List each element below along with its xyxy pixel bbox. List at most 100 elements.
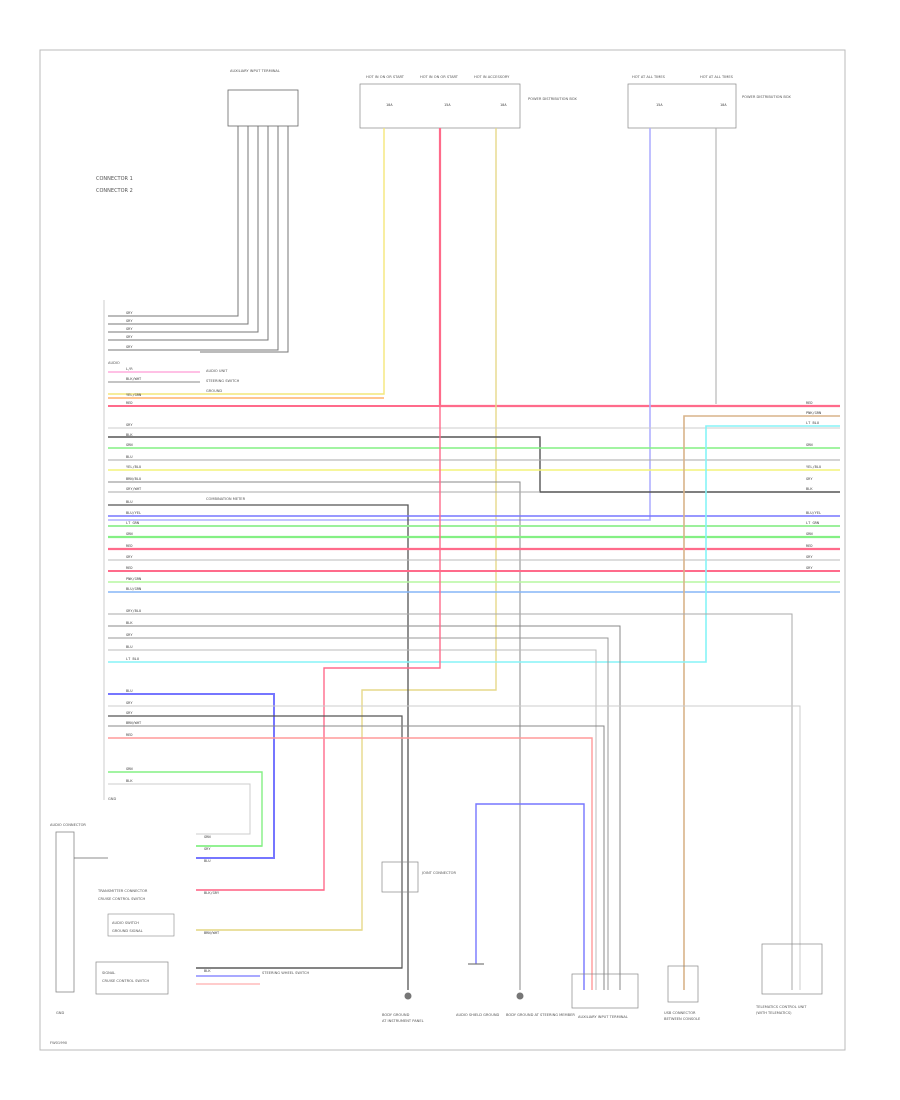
- harness-bottom: [108, 693, 801, 990]
- legend: CONNECTOR 1 CONNECTOR 2: [96, 176, 133, 194]
- aux-top-label: AUXILIARY INPUT TERMINAL: [230, 69, 280, 73]
- steering-wires: [196, 833, 402, 985]
- block3-label-13: GRY: [126, 555, 133, 559]
- cruise-label: CRUISE CONTROL SWITCH: [98, 897, 145, 901]
- right-label-11: RED: [806, 544, 813, 548]
- block5-label-3: GRY: [126, 711, 133, 715]
- right-label-13: GRY: [806, 566, 813, 570]
- left-wire-labels: GRY GRY GRY GRY GRY L/R BLK/WHT YEL/GRN …: [126, 311, 142, 783]
- block5-label-2: GRY: [126, 701, 133, 705]
- harness-lower: [108, 613, 793, 990]
- audio-sw-label: AUDIO SWITCH: [112, 921, 139, 925]
- block6-label-2: BLK: [126, 779, 133, 783]
- wire-tan-fuse3: [196, 128, 497, 931]
- fuse-4: 15A: [656, 103, 663, 107]
- hot-3-label: HOT IN ACCESSORY: [474, 75, 510, 79]
- block4-label-2: BLK: [126, 621, 133, 625]
- gnd-label: GND: [108, 797, 116, 801]
- block4-label-3: GRY: [126, 633, 133, 637]
- cruise-sw-label: CRUISE CONTROL SWITCH: [102, 979, 149, 983]
- block3-label-2: BLK: [126, 433, 133, 437]
- misc-label-1: BLK/GRY: [204, 891, 220, 895]
- right-label-9: LT GRN: [806, 521, 819, 525]
- aux-bottom-label: AUXILIARY INPUT TERMINAL: [578, 1015, 628, 1019]
- block3-label-7: GRY/WHT: [126, 487, 142, 491]
- hot-4-label: HOT AT ALL TIMES: [632, 75, 666, 79]
- block3-label-16: BLU/GRN: [126, 587, 141, 591]
- block1-label-5: GRY: [126, 345, 133, 349]
- right-label-4: GRN: [806, 443, 813, 447]
- footer-code: FW01990: [50, 1041, 68, 1045]
- block3-label-6: BRN/BLU: [126, 477, 141, 481]
- hot-1-label: HOT IN ON OR START: [366, 75, 405, 79]
- block2-label-4: RED: [126, 401, 133, 405]
- right-label-8: BLU/YEL: [806, 511, 821, 515]
- note-steering: STEERING SWITCH: [206, 379, 240, 383]
- wire-cyan-right: [108, 425, 840, 663]
- misc-label-3: BRN/WHT: [204, 931, 220, 935]
- block1-label-4: GRY: [126, 335, 133, 339]
- harness-main: [108, 427, 840, 990]
- block3-label-1: GRY: [126, 423, 133, 427]
- block3-label-9: BLU/YEL: [126, 511, 141, 515]
- right-label-2: PNK/GRN: [806, 411, 821, 415]
- fuse-group-right: HOT AT ALL TIMES HOT AT ALL TIMES POWER …: [627, 75, 791, 129]
- diagram-frame: [39, 49, 846, 1051]
- right-label-10: GRN: [806, 532, 813, 536]
- legend-item-1: CONNECTOR 1: [96, 176, 133, 182]
- wire-red-lower: [196, 128, 441, 891]
- block1-label-1: GRY: [126, 311, 133, 315]
- note-audio-unit: AUDIO UNIT: [206, 369, 228, 373]
- block4-label-5: LT BLU: [126, 657, 139, 661]
- block3-label-15: PNK/GRN: [126, 577, 141, 581]
- right-label-7: BLK: [806, 487, 813, 491]
- ground-sig-label: GROUND SIGNAL: [112, 929, 143, 933]
- block2-label-3: YEL/GRN: [126, 393, 141, 397]
- wire-blue-aux: [475, 803, 585, 990]
- fuse-block-label: POWER DISTRIBUTION BOX: [528, 97, 577, 101]
- block3-label-8: BLU: [126, 500, 133, 504]
- connector-block-top: [108, 371, 440, 407]
- block2-label-1: L/R: [126, 367, 133, 371]
- fuse-1: 10A: [386, 103, 393, 107]
- wire-red-main: [438, 128, 840, 408]
- audio-connector-gnd: GND: [56, 1011, 64, 1015]
- block1-label-3: GRY: [126, 327, 133, 331]
- block3-label-12: RED: [126, 544, 133, 548]
- note-ground: GROUND: [206, 389, 222, 393]
- joint-connector: JOINT CONNECTOR: [381, 861, 456, 893]
- legend-item-2: CONNECTOR 2: [96, 188, 133, 194]
- ground-1b-label: AT INSTRUMENT PANEL: [382, 1019, 424, 1023]
- fuse-5: 10A: [720, 103, 727, 107]
- usb-label-2: BETWEEN CONSOLE: [664, 1017, 701, 1021]
- hot-5-label: HOT AT ALL TIMES: [700, 75, 734, 79]
- audio-label: AUDIO: [108, 361, 120, 365]
- block5-label-1: BLU: [126, 689, 133, 693]
- wire-yellow-top: [108, 128, 385, 395]
- ground-1-label: BODY GROUND: [382, 1013, 410, 1017]
- block4-label-4: BLU: [126, 645, 133, 649]
- signal-label: SIGNAL: [102, 971, 115, 975]
- block6-label-1: GRN: [126, 767, 133, 771]
- block4-label-1: GRY/BLU: [126, 609, 141, 613]
- fuse-3: 10A: [500, 103, 507, 107]
- ground-3-label: BODY GROUND AT STEERING MEMBER: [506, 1013, 575, 1017]
- hot-2-label: HOT IN ON OR START: [420, 75, 459, 79]
- ground-symbols: [404, 963, 524, 1000]
- block3-label-5: YEL/BLU: [126, 465, 141, 469]
- block3-label-10: LT GRN: [126, 521, 139, 525]
- right-end-labels: RED PNK/GRN LT BLU GRN YEL/BLU GRY BLK B…: [806, 401, 821, 570]
- steer-label-1: GRN: [204, 835, 211, 839]
- right-label-1: RED: [806, 401, 813, 405]
- steer-label-3: BLU: [204, 859, 211, 863]
- block3-label-14: RED: [126, 566, 133, 570]
- block3-label-11: GRN: [126, 532, 133, 536]
- aux-input-top: AUXILIARY INPUT TERMINAL: [227, 69, 299, 127]
- joint-label: JOINT CONNECTOR: [421, 871, 456, 875]
- block1-label-2: GRY: [126, 319, 133, 323]
- fuse-right-label: POWER DISTRIBUTION BOX: [742, 95, 791, 99]
- steering-box: SIGNAL CRUISE CONTROL SWITCH: [95, 961, 169, 995]
- transmitter-box: TRANSMITTER CONNECTOR CRUISE CONTROL SWI…: [97, 889, 175, 937]
- transmitter-label: TRANSMITTER CONNECTOR: [97, 889, 148, 893]
